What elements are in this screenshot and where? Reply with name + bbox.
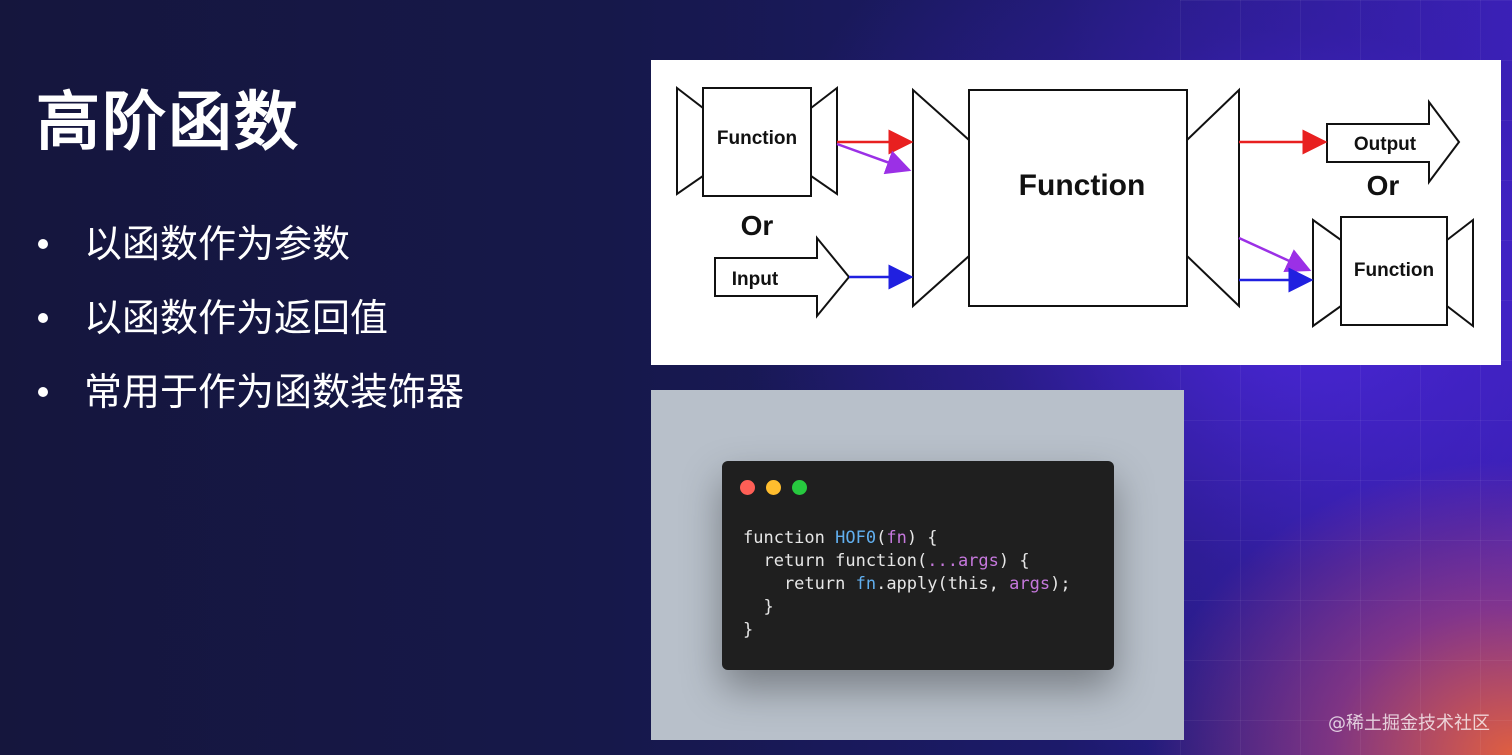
code-line: function HOF0(fn) { <box>743 528 938 548</box>
center-function-box <box>968 89 1188 307</box>
output-function-right-flare <box>1446 217 1474 329</box>
center-function-label: Function <box>1019 169 1146 202</box>
code-window: function HOF0(fn) { return function(...a… <box>722 461 1114 670</box>
output-label: Output <box>1354 134 1417 155</box>
output-function-label: Function <box>1354 260 1434 281</box>
minimize-dot-icon <box>766 480 781 495</box>
bullet-dot-icon <box>38 239 48 249</box>
bullet-dot-icon <box>38 387 48 397</box>
slide-title: 高阶函数 <box>36 86 300 160</box>
input-function-right-flare <box>810 85 838 196</box>
output-function-box <box>1340 216 1448 326</box>
center-function-left-flare <box>912 87 970 309</box>
bullet-dot-icon <box>38 313 48 323</box>
code-block: function HOF0(fn) { return function(...a… <box>743 527 1071 642</box>
input-function-box <box>702 87 812 197</box>
source-credit: @稀土掘金技术社区 <box>1328 713 1490 734</box>
bullet-item: 常用于作为函数装饰器 <box>36 364 464 438</box>
center-function-right-flare <box>1186 87 1240 309</box>
code-line: } <box>743 597 774 617</box>
maximize-dot-icon <box>792 480 807 495</box>
bullet-text: 以函数作为返回值 <box>84 296 389 340</box>
diagram-svg: Function Or Input Function Output Or Fun… <box>676 85 1474 329</box>
code-snippet-card: function HOF0(fn) { return function(...a… <box>651 390 1184 740</box>
code-line: return function(...args) { <box>743 551 1030 571</box>
purple-arrow-in <box>836 142 912 175</box>
output-function-left-flare <box>1312 218 1342 328</box>
input-arrow <box>714 235 851 319</box>
code-line: return fn.apply(this, args); <box>743 574 1071 594</box>
bullet-item: 以函数作为返回值 <box>36 290 464 364</box>
higher-order-function-diagram: Function Or Input Function Output Or Fun… <box>651 60 1501 365</box>
window-controls <box>740 480 807 495</box>
bullet-text: 常用于作为函数装饰器 <box>84 370 465 414</box>
or-left-label: Or <box>741 210 774 241</box>
output-arrow <box>1326 99 1461 185</box>
input-function-left-flare <box>676 85 704 196</box>
bullet-list: 以函数作为参数 以函数作为返回值 常用于作为函数装饰器 <box>36 216 464 438</box>
purple-arrow-out <box>1238 236 1312 273</box>
bullet-text: 以函数作为参数 <box>84 222 351 266</box>
code-line: } <box>743 620 754 640</box>
close-dot-icon <box>740 480 755 495</box>
input-function-label: Function <box>717 128 797 149</box>
bullet-item: 以函数作为参数 <box>36 216 464 290</box>
input-label: Input <box>732 269 779 290</box>
or-right-label: Or <box>1367 170 1400 201</box>
